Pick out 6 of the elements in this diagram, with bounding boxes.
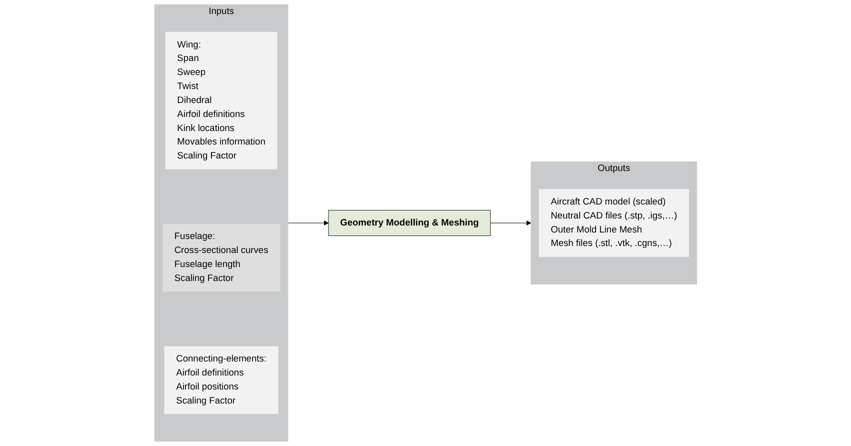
arrow: [287, 220, 329, 226]
node-box: Aircraft CAD model (scaled) Neutral CAD files (.stp, .igs,…) Outer Mold Line Mesh Mesh files (.stl, .vtk, .cgns,…): [538, 189, 689, 257]
node-box: Wing: Span Sweep Twist Dihedral Airfoil definitions Kink locations Movables information Scaling Factor: [165, 32, 278, 170]
node-box: Connecting-elements: Airfoil definitions Airfoil positions Scaling Factor: [164, 346, 278, 414]
node-box: Geometry Modelling & Meshing: [328, 210, 490, 236]
arrow: [490, 220, 532, 226]
